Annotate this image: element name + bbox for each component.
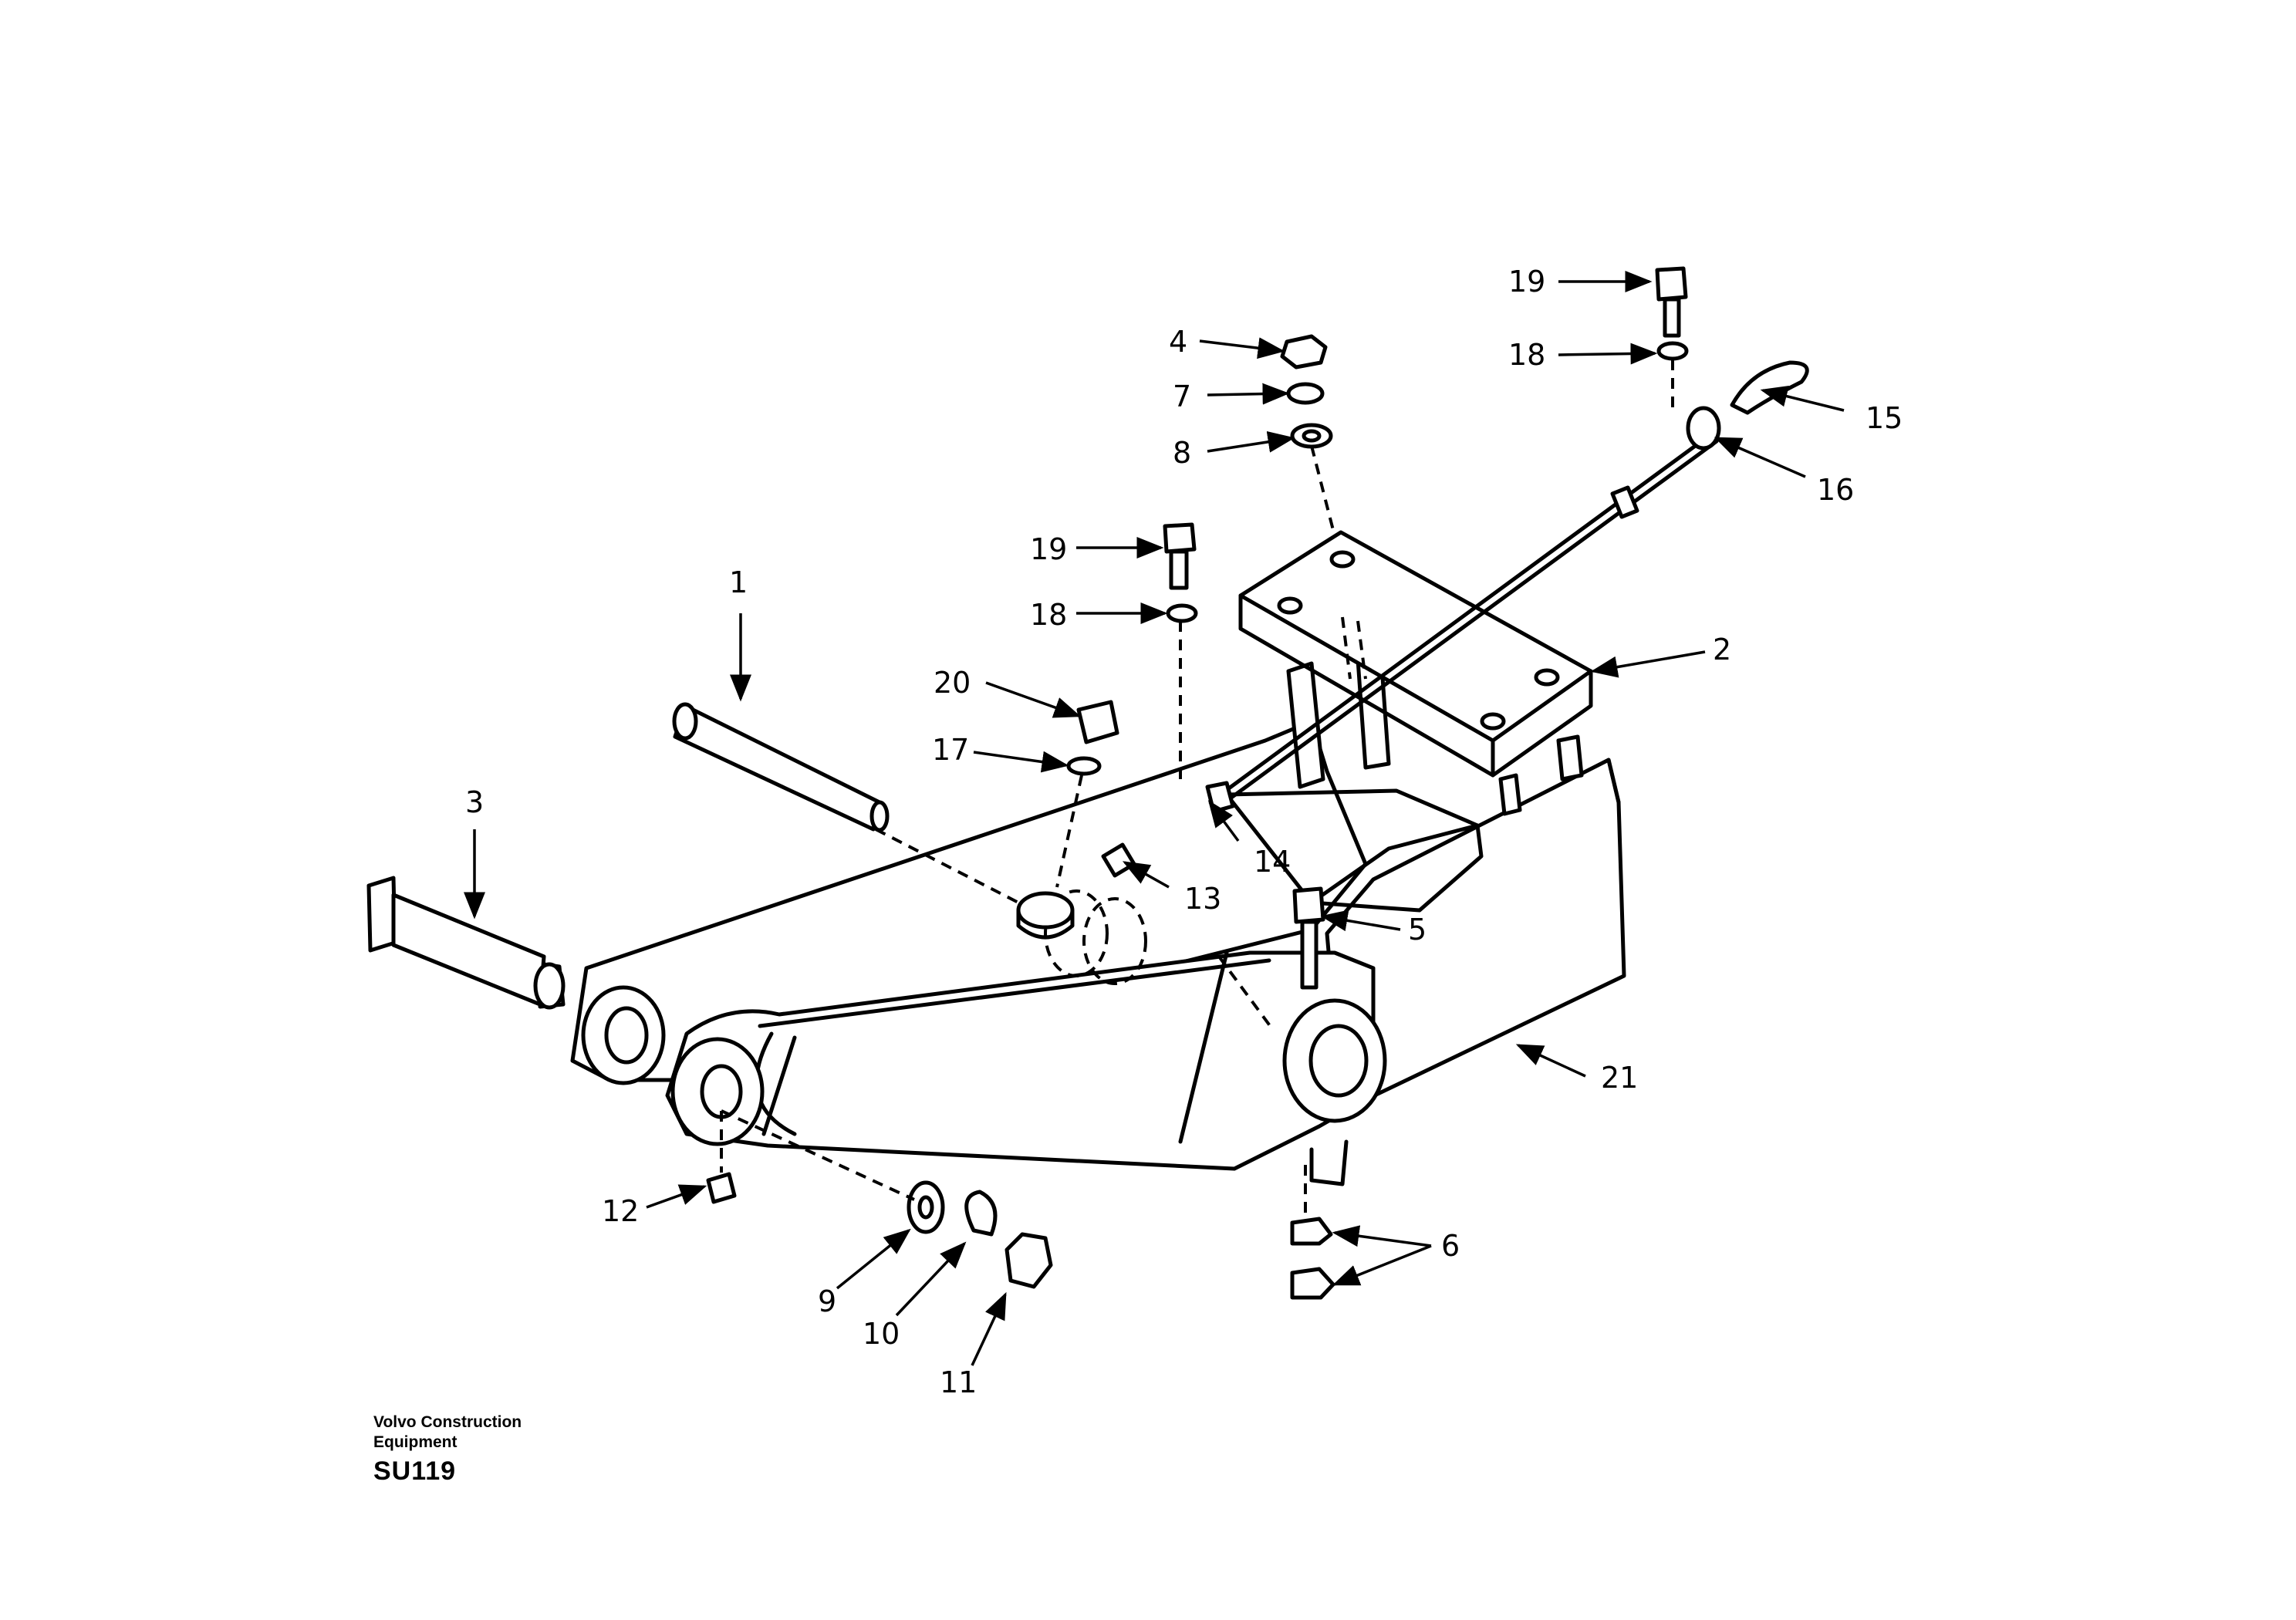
company-name-line1: Volvo Construction bbox=[373, 1413, 522, 1431]
callout-17: 17 bbox=[932, 733, 969, 767]
callout-18-mid: 18 bbox=[1030, 598, 1067, 632]
fasteners bbox=[706, 266, 1689, 1300]
callout-16: 16 bbox=[1817, 473, 1854, 507]
drawing-code: SU119 bbox=[373, 1456, 457, 1486]
callout-10: 10 bbox=[863, 1317, 900, 1351]
callout-18-top: 18 bbox=[1508, 338, 1545, 372]
pin-3 bbox=[366, 876, 566, 1010]
callout-leaders bbox=[464, 271, 1845, 1366]
callout-labels: 1 2 3 4 5 6 7 8 9 10 11 12 13 14 15 16 1… bbox=[465, 265, 1903, 1399]
callout-19-top: 19 bbox=[1508, 265, 1545, 299]
company-name-line2: Equipment bbox=[373, 1433, 458, 1451]
callout-4: 4 bbox=[1169, 325, 1187, 359]
assembly-lines bbox=[720, 359, 1674, 1217]
callout-13: 13 bbox=[1184, 882, 1221, 916]
callout-15: 15 bbox=[1866, 401, 1903, 435]
callout-20: 20 bbox=[934, 666, 971, 700]
callout-14: 14 bbox=[1254, 845, 1291, 879]
callout-8: 8 bbox=[1173, 436, 1191, 470]
callout-11: 11 bbox=[940, 1365, 977, 1399]
callout-7: 7 bbox=[1173, 380, 1191, 413]
callout-12: 12 bbox=[602, 1194, 639, 1228]
callout-9: 9 bbox=[818, 1284, 836, 1318]
callout-21: 21 bbox=[1601, 1061, 1638, 1095]
callout-19-mid: 19 bbox=[1030, 532, 1067, 566]
boom-frame bbox=[570, 653, 1626, 1186]
pin-1 bbox=[672, 702, 890, 832]
callout-5: 5 bbox=[1408, 913, 1427, 947]
callout-3: 3 bbox=[465, 785, 484, 819]
callout-2: 2 bbox=[1713, 633, 1731, 667]
callout-1: 1 bbox=[729, 565, 748, 599]
callout-6: 6 bbox=[1441, 1229, 1460, 1263]
